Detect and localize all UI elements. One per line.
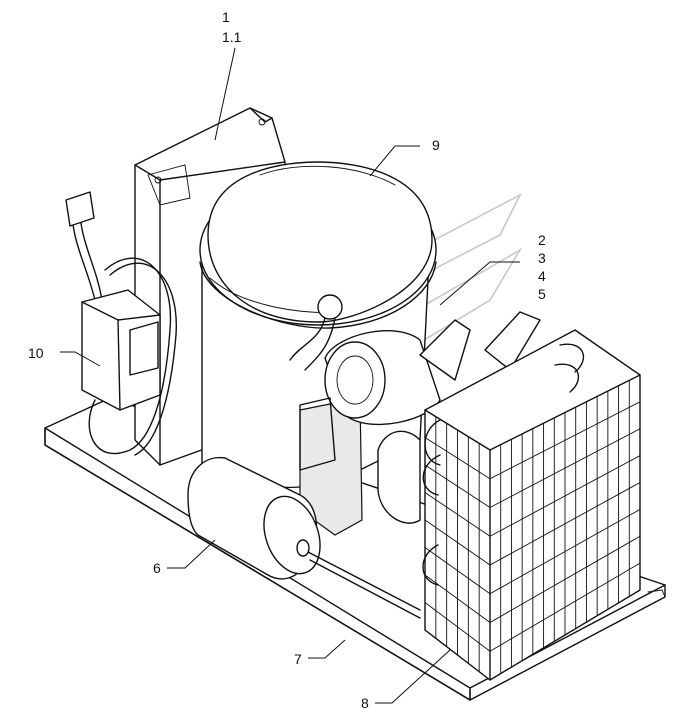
condenser-coil-wires bbox=[424, 374, 641, 681]
callout-1-1: 1.1 bbox=[222, 29, 242, 45]
coil-tube-side bbox=[424, 547, 491, 595]
callout-6: 6 bbox=[153, 560, 161, 576]
coil-tube-side bbox=[424, 437, 491, 480]
condenser-coil-loops bbox=[422, 343, 585, 586]
coil-tube-horizontal bbox=[489, 482, 641, 566]
coil-tube-horizontal bbox=[489, 455, 641, 537]
callout-8: 8 bbox=[361, 695, 369, 711]
start-capacitor bbox=[65, 191, 177, 456]
callout-1: 1 bbox=[222, 9, 230, 25]
callout-10: 10 bbox=[28, 345, 44, 361]
coil-tube-side bbox=[424, 464, 491, 508]
callout-labels: 1 1.1 9 2 3 4 5 10 6 7 8 bbox=[28, 9, 546, 711]
coil-tube-side bbox=[424, 519, 491, 566]
leader-lines bbox=[60, 47, 520, 704]
coil-tube-horizontal bbox=[489, 535, 641, 623]
coil-tube-side bbox=[424, 602, 491, 652]
coil-tube-horizontal bbox=[489, 508, 641, 595]
filter-drier bbox=[187, 456, 421, 619]
callout-5: 5 bbox=[538, 286, 546, 302]
coil-tube-side bbox=[424, 574, 491, 623]
callout-2: 2 bbox=[538, 232, 546, 248]
callout-7: 7 bbox=[294, 651, 302, 667]
callout-9: 9 bbox=[432, 137, 440, 153]
callout-4: 4 bbox=[538, 268, 546, 284]
coil-tube-horizontal bbox=[489, 428, 641, 508]
coil-tube-horizontal bbox=[489, 562, 641, 652]
coil-tube-horizontal bbox=[489, 401, 641, 480]
compressor-body bbox=[199, 161, 437, 536]
fan-motor bbox=[299, 311, 541, 524]
coil-tube-side bbox=[424, 492, 491, 537]
callout-3: 3 bbox=[538, 250, 546, 266]
